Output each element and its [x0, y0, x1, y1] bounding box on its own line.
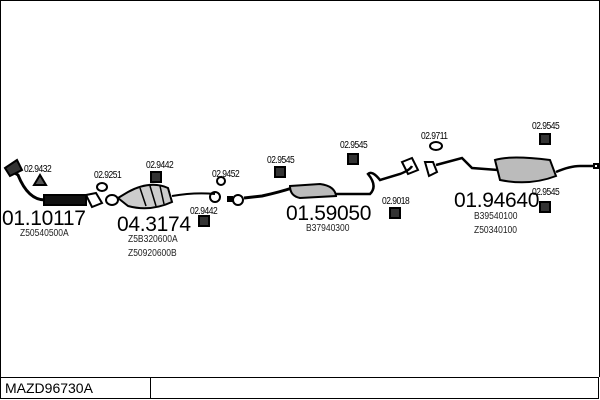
- part-number: 01.94640: [454, 189, 540, 212]
- hanger-02-9545-b: [347, 153, 359, 165]
- ring-02-9452: [216, 176, 226, 186]
- ring-02-9711: [429, 141, 443, 151]
- accessory-label: 02.9545: [340, 140, 368, 151]
- center-muffler: [288, 182, 338, 200]
- center-flange: [227, 196, 233, 202]
- rear-muffler: [493, 156, 558, 184]
- cat-outlet-ring: [209, 191, 221, 203]
- rear-flange: [423, 161, 439, 178]
- front-pipe-flex: [43, 194, 87, 206]
- center-rear-pipe: [336, 165, 414, 196]
- part-number: 01.10117: [2, 207, 86, 230]
- part-code: B39540100: [474, 211, 518, 222]
- gasket-02-9432: [32, 173, 48, 186]
- front-flange: [84, 191, 104, 209]
- hanger-02-9442: [150, 171, 162, 183]
- accessory-label: 02.9545: [267, 155, 295, 166]
- accessory-label: 02.9545: [532, 121, 560, 132]
- catalyst: [116, 183, 174, 210]
- accessory-label: 02.9432: [24, 164, 52, 175]
- front-flange-left: [3, 158, 24, 178]
- part-code: B37940300: [306, 223, 350, 234]
- accessory-label: 02.9545: [532, 187, 560, 198]
- hanger-02-9545-c: [539, 133, 551, 145]
- hanger-02-9018: [389, 207, 401, 219]
- part-number: 04.3174: [117, 213, 191, 236]
- ring-02-9251: [96, 182, 108, 192]
- part-number: 01.59050: [286, 202, 372, 225]
- cat-inlet-ring: [105, 194, 119, 206]
- accessory-label: 02.9442: [146, 160, 174, 171]
- part-code: Z50540500A: [20, 228, 69, 239]
- title-box: MAZD96730A: [0, 377, 151, 399]
- part-code: Z50340100: [474, 225, 518, 236]
- rear-pipe: [435, 156, 499, 172]
- cat-pipe: [171, 192, 216, 197]
- hanger-02-9442-b: [198, 215, 210, 227]
- accessory-label: 02.9018: [382, 196, 410, 207]
- accessory-label: 02.9442: [190, 206, 218, 217]
- part-code: Z5B320600A: [128, 234, 178, 245]
- hanger-02-9545-d: [539, 201, 551, 213]
- center-pipe: [243, 186, 293, 200]
- accessory-label: 02.9452: [212, 169, 240, 180]
- footer-box: [150, 377, 599, 399]
- hanger-02-9545-a: [274, 166, 286, 178]
- part-code: Z50920600B: [128, 248, 177, 259]
- accessory-label: 02.9711: [421, 131, 448, 142]
- center-flange-2: [400, 156, 420, 176]
- diagram-title: MAZD96730A: [5, 380, 93, 396]
- accessory-label: 02.9251: [94, 170, 122, 181]
- tail-pipe: [555, 164, 594, 174]
